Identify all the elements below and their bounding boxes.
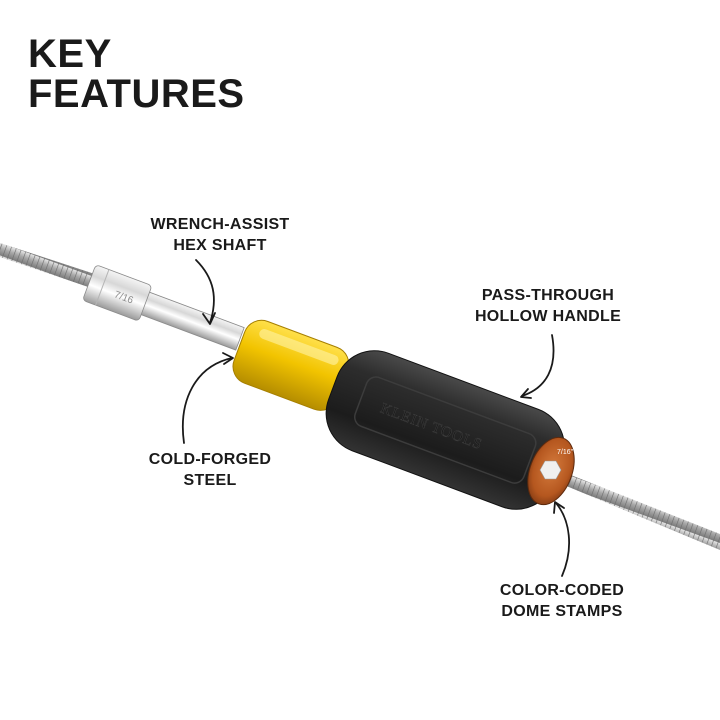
callout-line: PASS-THROUGH [481,287,615,304]
callout-line: DOME STAMPS [501,603,623,620]
threaded-rod-left [0,243,104,291]
callout-color-coded-dome-stamps: COLOR-CODED DOME STAMPS [462,580,662,622]
callout-pass-through-hollow-handle: PASS-THROUGH HOLLOW HANDLE [448,285,648,327]
arrow-color-coded [553,501,570,577]
hex-shaft: 7/16 [83,265,245,351]
callout-line: COLOR-CODED [499,582,625,599]
title-line-2: FEATURES [28,72,245,116]
callout-wrench-assist-hex-shaft: WRENCH-ASSIST HEX SHAFT [120,214,320,256]
title-line-1: KEY [28,32,112,76]
callout-line: COLD-FORGED [148,451,272,468]
callout-line: WRENCH-ASSIST [150,216,290,233]
callout-line: STEEL [183,472,237,489]
callout-cold-forged-steel: COLD-FORGED STEEL [120,449,300,491]
arrow-wrench-assist [195,259,216,325]
arrow-cold-forged [182,352,234,444]
dome-stamp: 7/16" [527,436,575,506]
dome-size-text: 7/16" [557,449,574,456]
threaded-rod-right [548,466,720,550]
callout-line: HOLLOW HANDLE [474,308,622,325]
arrow-pass-through [520,334,555,399]
callout-line: HEX SHAFT [173,237,267,254]
hollow-handle: KLEIN TOOLS [325,350,565,510]
page-title: KEY FEATURES [28,34,245,114]
